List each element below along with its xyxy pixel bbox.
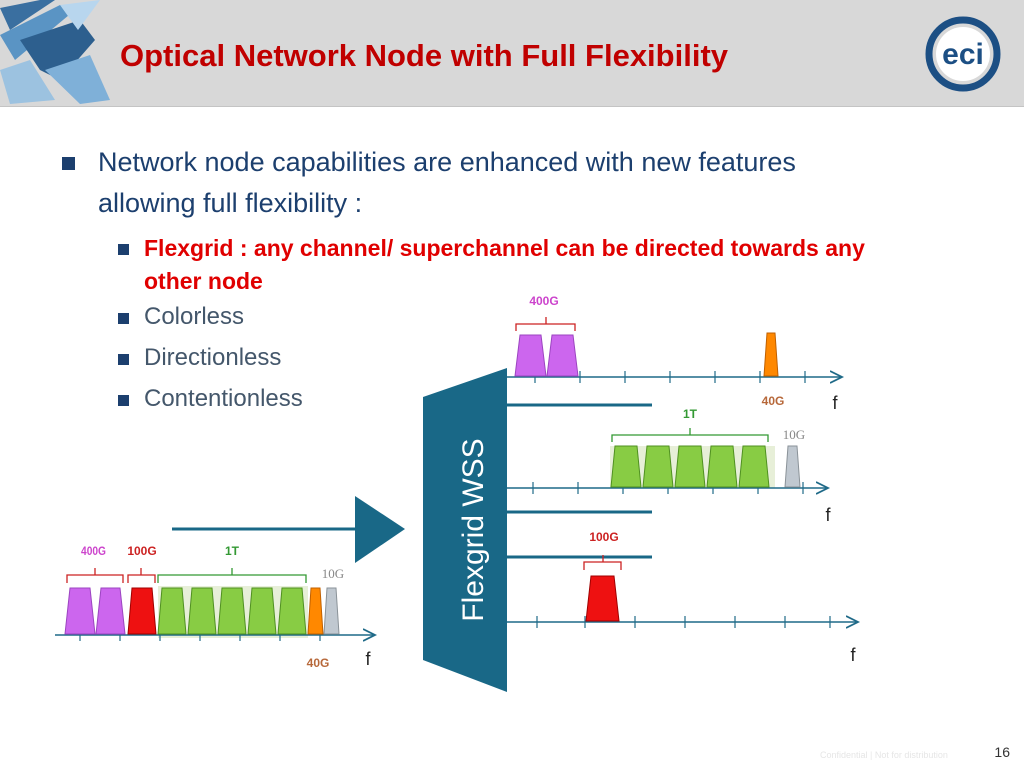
channel-400g [514, 334, 547, 377]
channel-1t [642, 445, 674, 488]
channel-brackets [66, 568, 307, 583]
bullet-square-icon [118, 313, 129, 324]
sub-bullet-colorless: Colorless [62, 300, 882, 334]
footer-note: Confidential | Not for distribution [820, 750, 948, 760]
axis-ticks [532, 482, 804, 494]
sub-bullet-text: Flexgrid : any channel/ superchannel can… [144, 235, 865, 294]
axis-label-f: f [365, 649, 371, 669]
sub-bullet-text: Colorless [144, 303, 245, 330]
channel-10g [323, 587, 340, 635]
axis-ticks [534, 371, 806, 383]
channel-400g [95, 587, 126, 635]
sub-bullet-contentionless: Contentionless [62, 382, 882, 416]
channel-1t [706, 445, 738, 488]
channel-1t [738, 445, 770, 488]
eci-logo: eci [925, 16, 1001, 92]
bullet-main-text: Network node capabilities are enhanced w… [98, 147, 796, 218]
sub-bullet-text: Contentionless [144, 385, 303, 412]
axis-label-f: f [832, 393, 838, 413]
channel-100g [127, 587, 157, 635]
axis-label-f: f [825, 505, 831, 525]
channel-1t [247, 587, 277, 635]
bullet-list: Network node capabilities are enhanced w… [62, 142, 882, 416]
channel-1t [187, 587, 217, 635]
page-number: 16 [994, 744, 1010, 760]
sub-bullet-directionless: Directionless [62, 341, 882, 375]
channel-1t [217, 587, 247, 635]
wss-block [423, 368, 507, 692]
bullet-square-icon [118, 395, 129, 406]
channel-100g [585, 575, 620, 622]
channel-40g [307, 587, 324, 635]
slide-header: Optical Network Node with Full Flexibili… [0, 0, 1024, 107]
label-10g: 10G [783, 427, 805, 442]
channel-40g [763, 332, 779, 377]
bullet-square-icon [118, 354, 129, 365]
channel-1t [157, 587, 187, 635]
output-spectrum-2: 1T 10G f [507, 407, 831, 525]
axis-ticks [536, 616, 831, 628]
wss-label: Flexgrid WSS [457, 438, 490, 621]
bullet-square-icon [62, 157, 75, 170]
input-spectrum: 400G 100G 1T 10G 40G f [55, 544, 375, 670]
axis-label-f: f [850, 645, 856, 665]
label-1t: 1T [683, 407, 698, 421]
channel-bracket [583, 555, 622, 570]
channel-10g [784, 445, 801, 488]
wss-output-lines [172, 403, 652, 559]
channel-1t [674, 445, 706, 488]
corner-figure-art [0, 0, 115, 106]
channel-400g [64, 587, 96, 635]
slide-title: Optical Network Node with Full Flexibili… [120, 38, 729, 73]
channel-1t [277, 587, 307, 635]
label-400g: 400G [81, 545, 106, 558]
label-400g: 400G [529, 294, 558, 308]
output-spectrum-3: 100G f [507, 530, 858, 665]
channel-400g [546, 334, 579, 377]
sub-bullet-text: Directionless [144, 344, 282, 371]
sub-bullet-flexgrid: Flexgrid : any channel/ superchannel can… [62, 232, 882, 298]
logo-text: eci [942, 38, 984, 71]
output-spectrum-1: 400G 40G f [507, 294, 842, 413]
amplifier-icon [355, 496, 405, 563]
bullet-main: Network node capabilities are enhanced w… [62, 142, 882, 224]
label-40g: 40G [762, 394, 785, 408]
label-40g: 40G [307, 656, 330, 670]
channel-bracket [515, 317, 576, 331]
bullet-square-icon [118, 244, 129, 255]
label-100g: 100G [127, 544, 156, 558]
label-100g: 100G [589, 530, 618, 544]
channel-bracket [611, 428, 769, 442]
channel-1t [610, 445, 642, 488]
label-1t: 1T [225, 544, 240, 558]
label-10g: 10G [322, 566, 344, 581]
